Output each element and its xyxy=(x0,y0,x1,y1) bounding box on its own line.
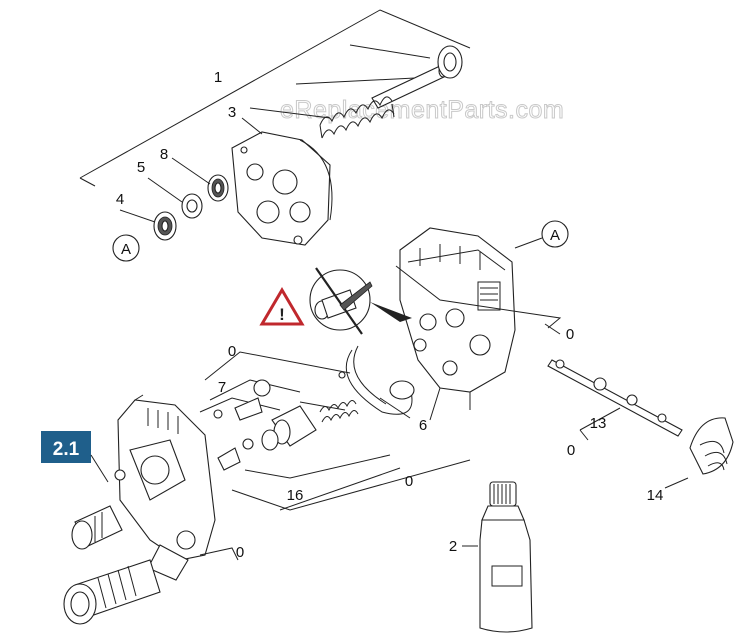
marker-a-right: A xyxy=(541,220,569,248)
check-valve-7 xyxy=(213,379,271,421)
callout-0e: 0 xyxy=(236,544,244,561)
bracket-0-bottom xyxy=(199,547,239,561)
plug-16 xyxy=(217,438,254,471)
cylinder-head xyxy=(71,394,216,581)
callout-3: 3 xyxy=(228,104,236,121)
bracket-1 xyxy=(79,9,471,179)
pump-flange xyxy=(231,131,333,246)
svg-text:2.1: 2.1 xyxy=(53,439,80,460)
svg-text:A: A xyxy=(550,227,560,244)
bypass-loop xyxy=(345,345,415,415)
callout-0b: 0 xyxy=(566,326,574,343)
svg-text:A: A xyxy=(121,241,131,258)
badge-background xyxy=(41,431,91,463)
marker-a-left: A xyxy=(112,234,140,262)
seal-ring-top xyxy=(437,45,463,79)
warning-callout: ! xyxy=(259,267,412,335)
svg-text:!: ! xyxy=(279,305,285,324)
callout-0a: 0 xyxy=(228,343,236,360)
watermark: eReplacementParts.com xyxy=(280,96,564,124)
callout-4: 4 xyxy=(116,191,124,208)
callout-2: 2 xyxy=(449,538,457,555)
bracket-0-right xyxy=(395,265,562,329)
warning-triangle-icon xyxy=(259,287,305,326)
lance-13 xyxy=(547,359,683,437)
washer-5 xyxy=(181,193,203,219)
seal-4 xyxy=(153,211,177,241)
callout-13: 13 xyxy=(590,415,607,432)
callout-1: 1 xyxy=(214,69,222,86)
pressure-knob xyxy=(689,417,734,475)
callout-6: 6 xyxy=(419,417,427,434)
callout-5: 5 xyxy=(137,159,145,176)
valve-spring xyxy=(319,400,359,423)
bracket-0-mid xyxy=(204,351,351,381)
hose-connector xyxy=(63,559,161,625)
callout-16: 16 xyxy=(287,487,304,504)
pump-housing xyxy=(399,227,516,421)
callout-0d: 0 xyxy=(405,473,413,490)
callout-8: 8 xyxy=(160,146,168,163)
callout-14: 14 xyxy=(647,487,664,504)
spring xyxy=(319,96,395,139)
callout-2-1-badge: 2.1 xyxy=(41,431,91,463)
callout-7: 7 xyxy=(218,379,226,396)
seal-8 xyxy=(207,174,229,202)
callout-0c: 0 xyxy=(567,442,575,459)
valve-fitting xyxy=(261,405,317,451)
oil-bottle xyxy=(479,481,533,633)
bracket-16 xyxy=(231,459,471,511)
